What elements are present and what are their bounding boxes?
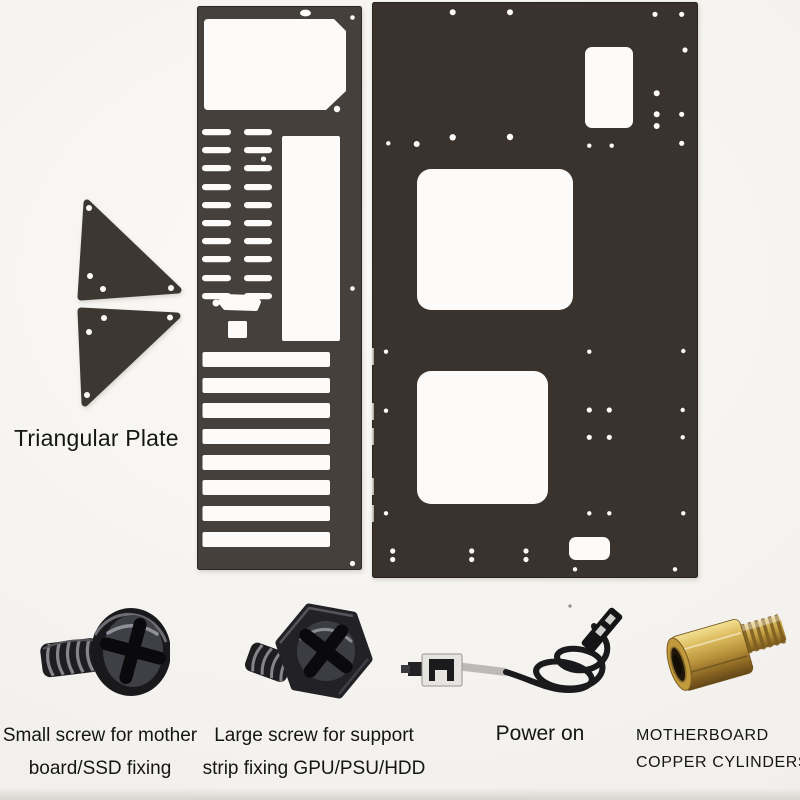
push-switch	[401, 653, 463, 687]
rear-io-panel-photo	[197, 6, 362, 570]
large-screw-label-line1: Large screw for support	[214, 725, 414, 746]
tray-holes	[383, 9, 688, 572]
large-screw-label-line2: strip fixing GPU/PSU/HDD	[202, 758, 426, 779]
large-screw-label: Large screw for support strip fixing GPU…	[202, 719, 426, 785]
small-screw-head	[91, 608, 170, 696]
square-cutout	[228, 321, 247, 338]
vent-slots	[202, 129, 272, 300]
bottom-shadow-strip	[0, 788, 800, 800]
copper-cylinder-label: MOTHERBOARD COPPER CYLINDERS	[636, 722, 800, 776]
io-panel-cutouts	[202, 9, 356, 567]
mounting-holes	[84, 314, 173, 398]
small-screw-photo	[40, 608, 170, 696]
small-screw-label-line2: board/SSD fixing	[28, 758, 172, 779]
switch-cable	[503, 623, 611, 694]
upper-square-cutout	[417, 169, 573, 310]
power-on-label: Power on	[495, 722, 585, 745]
copper-cylinder-label-line2: COPPER CYLINDERS	[636, 754, 800, 771]
dsub-port-cutout	[212, 294, 265, 311]
small-screw-label: Small screw for mother board/SSD fixing	[0, 719, 202, 785]
small-screw-shaft	[40, 638, 101, 678]
large-screw-head	[275, 603, 373, 699]
large-screw-photo	[244, 603, 373, 699]
left-edge-tabs	[372, 348, 374, 522]
motherboard-tray-plate-photo	[372, 2, 698, 578]
triangular-plate-bottom	[77, 307, 181, 407]
switch-lead	[456, 662, 506, 676]
bottom-slot-cutout	[569, 537, 610, 560]
power-switch-photo	[401, 604, 623, 694]
expansion-slots	[202, 352, 330, 547]
small-rect-cutout	[585, 47, 633, 128]
lower-square-cutout	[417, 371, 548, 504]
phillips-cross	[299, 624, 353, 678]
mounting-holes	[86, 205, 174, 292]
triangular-plate-top	[77, 199, 182, 301]
io-opening	[204, 19, 346, 110]
standoff-body-group	[666, 614, 787, 691]
phillips-cross	[99, 617, 167, 685]
copper-cylinder-photo	[666, 614, 787, 691]
copper-cylinder-label-line1: MOTHERBOARD	[636, 727, 769, 744]
small-screw-label-line1: Small screw for mother	[2, 725, 198, 746]
triangular-plate-label: Triangular Plate	[14, 425, 179, 451]
triangular-plates-photo	[77, 199, 182, 407]
side-window-cutout	[282, 136, 340, 341]
tray-cutouts	[383, 9, 688, 572]
pin-connector	[581, 607, 623, 653]
